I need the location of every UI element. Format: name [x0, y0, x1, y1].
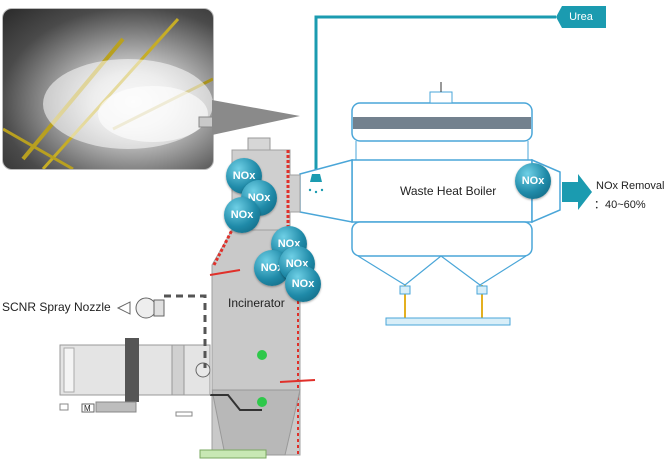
boiler: [299, 82, 561, 326]
urea-injection-nozzle: [308, 174, 324, 194]
waste-heat-boiler-label: Waste Heat Boiler: [400, 184, 497, 198]
nox-bubble: NOx: [285, 266, 321, 302]
photo-callout: [212, 100, 300, 135]
rotary-kiln: [59, 338, 211, 417]
urea-label: Urea: [556, 6, 606, 28]
nox-bubble: NOx: [515, 163, 551, 199]
motor-label: M: [84, 404, 91, 413]
urea-line: [314, 15, 556, 172]
nox-removal-range: ：40~60%: [594, 199, 646, 211]
scnr-nozzle-assembly: [116, 294, 207, 368]
nox-removal-arrow: [562, 174, 592, 210]
nox-removal-label: NOx Removal: [596, 180, 665, 192]
scnr-spray-nozzle-label: SCNR Spray Nozzle: [2, 300, 111, 314]
incinerator-label: Incinerator: [228, 296, 285, 310]
spray-photo-art: [3, 17, 213, 169]
nox-bubble: NOx: [224, 197, 260, 233]
spray-photo: [2, 8, 214, 170]
